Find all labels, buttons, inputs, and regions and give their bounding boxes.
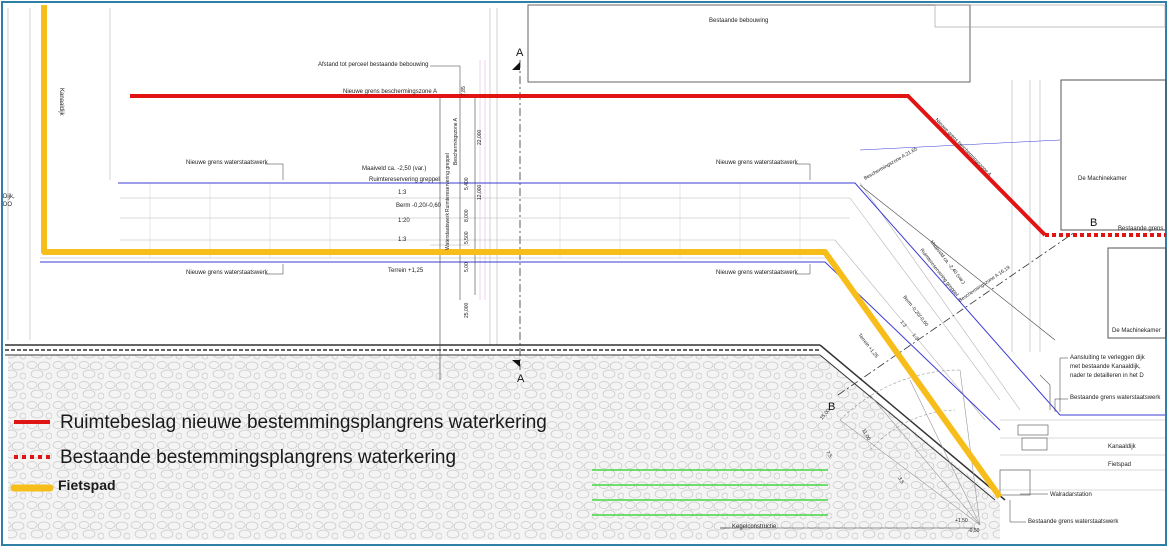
slope-label-2: 1:20: [398, 218, 410, 224]
section-a-bottom: A: [517, 373, 525, 385]
left-edge-label-2: DO: [3, 202, 12, 208]
section-b-right: B: [1090, 217, 1097, 229]
leader-lines: [265, 65, 1068, 529]
section-b-left: B: [828, 401, 835, 413]
grid-lines: [7, 8, 1165, 491]
dimension-lines: [439, 80, 476, 380]
dim-6: 5,500: [464, 231, 470, 244]
road-band: [5, 344, 1006, 501]
maaiveld-label: Maaiveld ca. -2,50 (var.): [362, 166, 426, 172]
dim-3: 12,000: [477, 184, 483, 200]
cone-label-5: -0,50: [968, 528, 980, 534]
dim-7: 25,000: [464, 302, 470, 318]
slope-label-3: 1:3: [398, 237, 407, 243]
kegelconstructie-label: Kegelconstructie: [732, 524, 777, 530]
cone-label-6: +1,50: [955, 518, 968, 524]
section-lines: [519, 60, 1076, 396]
walradarstation-label: Walradarstation: [1050, 492, 1092, 498]
legend: Ruimtebeslag nieuwe bestemmingsplangrens…: [10, 412, 547, 493]
legend-label-yellow: Fietspad: [58, 477, 116, 493]
bestaande-ww-right-label: Bestaande grens waterstaatswerk: [1070, 395, 1161, 401]
berm-label: Berm -0,20/-0,60: [396, 203, 442, 209]
waterstaatswerk-label-4: Nieuwe grens waterstaatswerk: [716, 270, 799, 276]
kanaaldijk-left-label: Kanaaldijk: [58, 88, 64, 117]
section-a-arrow-bottom: [512, 360, 520, 367]
kegel-construction: [839, 369, 981, 526]
diag-slope-2: 1:3: [910, 333, 919, 342]
existing-building: [527, 4, 971, 83]
dim-2: 22,000: [477, 129, 483, 145]
aansluiting-label-3: nader te detailleren in het D: [1070, 373, 1144, 379]
vert-rg: Ruimtereservering greppel: [445, 153, 451, 212]
afstand-label: Afstand tot perceel bestaande bebouwing: [318, 62, 428, 68]
machinekamer-building-2: [1107, 247, 1167, 339]
diag-slope-1: 1:3: [898, 320, 907, 329]
dim-4: 5,400: [464, 177, 470, 190]
cadastral-lines: [479, 60, 486, 300]
fietspad-path: [41, 5, 1003, 499]
vert-ww: Waterstaatswerk: [445, 212, 451, 250]
legend-label-red-solid: Ruimtebeslag nieuwe bestemmingsplangrens…: [60, 412, 547, 433]
dim-1: 7,85: [461, 86, 467, 96]
section-a-arrow-top: [512, 62, 520, 70]
left-edge-label-1: Dijk,: [3, 194, 15, 200]
section-a-top: A: [516, 47, 524, 59]
ruimtereservering-label: Ruimtereservering greppel: [369, 177, 440, 183]
waterstaatswerk-label-1: Nieuwe grens waterstaatswerk: [186, 160, 269, 166]
machinekamer-label-1: De Machinekamer: [1078, 176, 1127, 182]
machinekamer-building: [1060, 79, 1167, 231]
kanaaldijk-right-label: Kanaaldijk: [1108, 444, 1137, 450]
dim-5: 8,000: [464, 209, 470, 222]
terrein-label: Terrein +1,25: [388, 268, 424, 274]
vert-bz: Beschermingszone A: [453, 117, 459, 165]
dim-8: 5,00: [464, 262, 470, 272]
grid-ticks: [149, 183, 801, 258]
cone-label-4: 3,5: [896, 476, 905, 485]
building-outline: [934, 4, 1166, 28]
cone-label-3: 7,5: [824, 450, 833, 459]
green-lines: [592, 469, 828, 516]
aansluiting-label-1: Aansluiting te verleggen dijk: [1070, 355, 1146, 361]
waterstaatswerk-label-3: Nieuwe grens waterstaatswerk: [186, 270, 269, 276]
red-new-boundary: [130, 94, 1047, 237]
existing-building-label: Bestaande bebouwing: [709, 18, 768, 24]
waterstaatswerk-label-2: Nieuwe grens waterstaatswerk: [716, 160, 799, 166]
cone-label-2: 11,00: [860, 428, 871, 442]
slope-label-1: 1:3: [398, 190, 407, 196]
fietspad-right-label: Fietspad: [1108, 462, 1131, 468]
right-structure: [999, 374, 1051, 496]
machinekamer-label-2: De Machinekamer: [1112, 328, 1161, 334]
bestaande-grens-right-label: Bestaande grens: [1118, 226, 1163, 232]
cobble-area: [8, 355, 1000, 540]
waterstaatswerk-lines: [40, 139, 1165, 431]
aansluiting-label-2: met bestaande Kanaaldijk,: [1070, 364, 1141, 370]
nieuwe-grens-bz-label: Nieuwe grens beschermingszone A: [343, 89, 437, 95]
legend-label-red-dotted: Bestaande bestemmingsplangrens waterkeri…: [60, 447, 456, 468]
diagonal-dimension: [859, 184, 1056, 341]
bestaande-ww-bottom-label: Bestaande grens waterstaatswerk: [1028, 519, 1119, 525]
